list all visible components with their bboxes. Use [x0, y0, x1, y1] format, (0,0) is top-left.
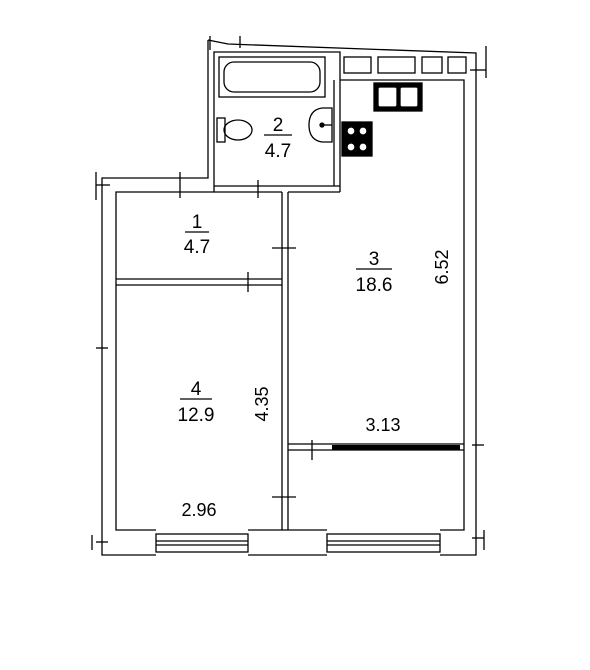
loggia-door — [332, 445, 460, 450]
room-number: 4 — [191, 379, 202, 400]
room-label-4: 4 12.9 — [178, 379, 215, 426]
sink-icon — [308, 107, 333, 143]
room-area: 12.9 — [178, 405, 215, 426]
dimension-room4-height: 4.35 — [252, 386, 272, 421]
dimension-kitchen-height: 6.52 — [432, 249, 452, 284]
window-room4 — [155, 533, 249, 553]
room-area: 18.6 — [356, 275, 393, 296]
room-label-2: 2 4.7 — [264, 115, 292, 162]
partitions — [116, 80, 464, 530]
windows — [155, 533, 441, 553]
room-area: 4.7 — [265, 141, 291, 162]
room-number: 1 — [192, 212, 203, 233]
kitchen-sink-icon — [373, 82, 423, 112]
window-loggia — [326, 533, 441, 553]
room-label-1: 1 4.7 — [184, 212, 210, 258]
bathtub-icon — [218, 56, 326, 98]
dimension-kitchen-width: 3.13 — [365, 415, 400, 435]
room-label-3: 3 18.6 — [356, 249, 393, 296]
dimension-room4-width: 2.96 — [181, 500, 216, 520]
outer-walls — [91, 36, 487, 556]
room-number: 2 — [273, 115, 284, 136]
room-number: 3 — [369, 249, 380, 270]
kitchen-cabinets — [343, 56, 467, 74]
toilet-icon — [216, 117, 253, 143]
room-area: 4.7 — [184, 237, 210, 258]
stove-icon — [341, 121, 373, 157]
